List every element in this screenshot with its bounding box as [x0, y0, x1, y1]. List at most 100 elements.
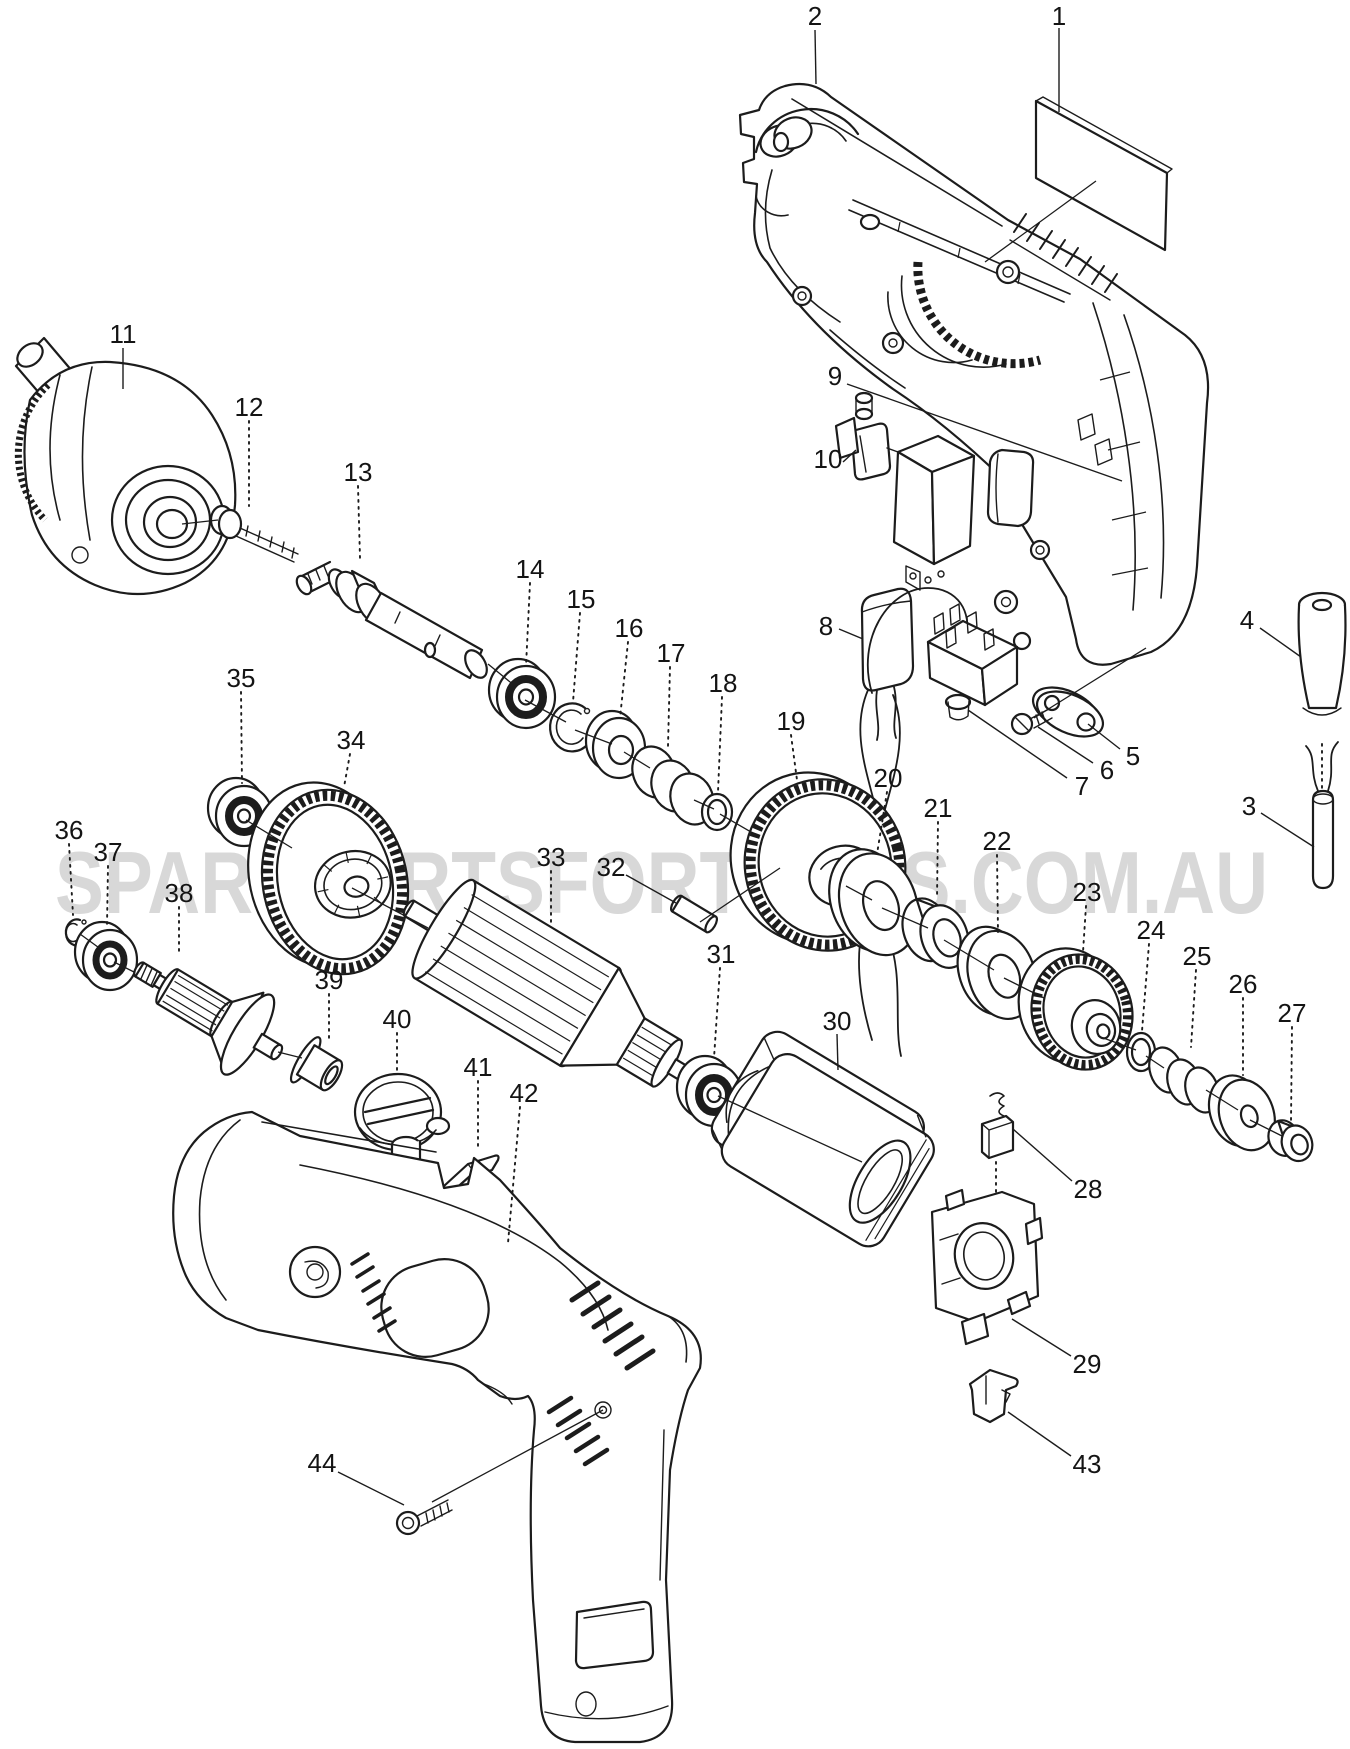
part-label-27: 27: [1278, 998, 1307, 1028]
part-leader-31: [713, 967, 721, 1059]
part-leader-25: [1190, 969, 1197, 1048]
part-label-36: 36: [55, 815, 84, 845]
part-label-41: 41: [464, 1052, 493, 1082]
part-label-17: 17: [657, 638, 686, 668]
part-label-7: 7: [1075, 771, 1089, 801]
part-label-12: 12: [235, 392, 264, 422]
vent-slots-panel: [350, 1252, 397, 1333]
part-label-5: 5: [1126, 741, 1140, 771]
part-label-16: 16: [615, 613, 644, 643]
part-leader-29: [1011, 1318, 1072, 1357]
part-leader-37: [106, 865, 109, 926]
part-leader-15: [572, 612, 581, 703]
brush28-drawing: [980, 1092, 1015, 1229]
part-leader-30: [836, 1033, 839, 1071]
pin32-drawing: [669, 894, 719, 934]
part-label-15: 15: [567, 584, 596, 614]
part-leader-17: [667, 666, 671, 747]
brush-holder29-drawing: [930, 1188, 1044, 1346]
chuck-screw-drawing: [209, 504, 299, 563]
part-label-40: 40: [383, 1004, 412, 1034]
part-leader-43: [1007, 1411, 1072, 1457]
gear23-drawing: [1017, 947, 1134, 1071]
spring-washers17-drawing: [631, 745, 715, 826]
chuck-drawing: [14, 336, 237, 596]
part-leader-22: [996, 854, 999, 933]
part-label-24: 24: [1137, 915, 1166, 945]
cord-drawing: [1305, 741, 1339, 890]
part-leader-24: [1141, 943, 1150, 1032]
part-leader-34: [343, 753, 351, 788]
part-leader-44: [337, 1471, 405, 1506]
part-leader-4: [1259, 627, 1302, 658]
part-leader-18: [717, 696, 723, 793]
field30-drawing: [710, 1030, 935, 1248]
part-leader-42: [507, 1106, 521, 1244]
part-leader-3: [1260, 812, 1315, 848]
cord-guard-drawing: [1297, 591, 1347, 789]
nameplate-drawing: [984, 96, 1173, 263]
spindle-drawing: [295, 560, 488, 680]
housing-grip-ridges: [1013, 213, 1118, 293]
part-label-30: 30: [823, 1006, 852, 1036]
part-leader-16: [619, 641, 629, 719]
part-label-31: 31: [707, 939, 736, 969]
part-label-13: 13: [344, 457, 373, 487]
part-leader-5: [1087, 723, 1121, 750]
armature-drawing: [402, 878, 698, 1088]
part-leader-9: [846, 383, 1123, 482]
part-label-23: 23: [1073, 877, 1102, 907]
part-leader-6: [1037, 726, 1094, 764]
part-leader-19: [790, 734, 798, 781]
part-label-34: 34: [337, 725, 366, 755]
part-label-18: 18: [709, 668, 738, 698]
part-label-10: 10: [814, 444, 843, 474]
part-label-33: 33: [537, 842, 566, 872]
ring18-drawing: [700, 792, 734, 832]
switch-drawing: [834, 391, 976, 591]
gear34-drawing: [247, 781, 410, 976]
part-leader-14: [525, 582, 531, 667]
part-label-22: 22: [983, 826, 1012, 856]
part-label-3: 3: [1242, 791, 1256, 821]
part-label-42: 42: [510, 1078, 539, 1108]
bearing37-drawing: [73, 920, 139, 992]
part-leader-23: [1082, 905, 1087, 953]
bushing27-drawing: [1267, 1119, 1314, 1163]
washer26-drawing: [1207, 1074, 1276, 1152]
part-label-28: 28: [1074, 1174, 1103, 1204]
handle-housing-drawing: [172, 1110, 702, 1744]
bushing21-drawing: [901, 897, 970, 969]
part-leader-13: [357, 485, 361, 559]
part-leader-32: [625, 874, 677, 904]
switch-block-drawing: [926, 603, 1019, 721]
part-labels-layer: 1234567891011121314151617181920212223242…: [55, 1, 1315, 1506]
part-label-21: 21: [924, 793, 953, 823]
part-label-2: 2: [808, 1, 822, 31]
part-label-19: 19: [777, 706, 806, 736]
washer20-drawing: [828, 848, 920, 957]
part-leader-7: [967, 709, 1068, 779]
part-label-14: 14: [516, 554, 545, 584]
clip43-drawing: [968, 1368, 1019, 1424]
part-leader-21: [936, 821, 939, 899]
screw44-drawing: [395, 1499, 453, 1536]
part-label-38: 38: [165, 878, 194, 908]
part-label-29: 29: [1073, 1349, 1102, 1379]
part-label-26: 26: [1229, 969, 1258, 999]
axis-lines: [79, 519, 1283, 1503]
motor-housing-drawing: [738, 82, 1210, 666]
part-leader-28: [1012, 1128, 1073, 1182]
cushion-drawing: [986, 448, 1035, 528]
bearing14-drawing: [487, 657, 557, 730]
part-label-39: 39: [315, 965, 344, 995]
part-label-37: 37: [94, 837, 123, 867]
part-leader-10: [842, 449, 857, 463]
part-leader-2: [814, 29, 817, 85]
vent-slots-upper: [569, 1280, 656, 1371]
vent-slots-grip: [546, 1395, 610, 1467]
ring24-drawing: [1125, 1031, 1157, 1073]
part-leader-8: [838, 628, 864, 640]
